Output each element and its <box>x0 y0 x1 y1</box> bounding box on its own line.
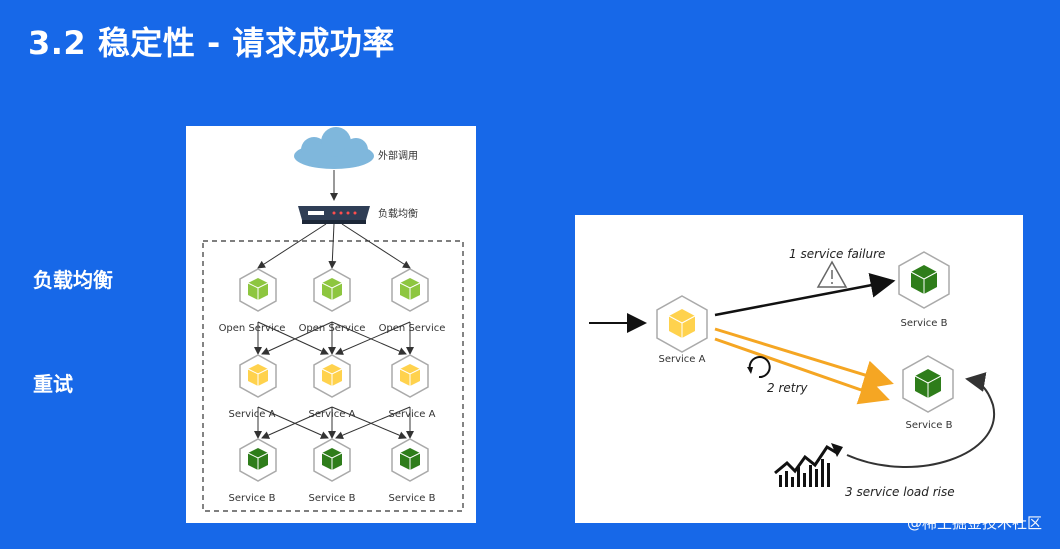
service-a-label-3: Service A <box>389 409 436 420</box>
slide-title: 3.2 稳定性 - 请求成功率 <box>28 24 395 62</box>
open-service-label-2: Open Service <box>299 323 366 334</box>
service-b-bottom-label: Service B <box>906 420 953 431</box>
service-b-label-1: Service B <box>229 493 276 504</box>
load-balancer-icon <box>298 206 370 224</box>
cube-icon <box>668 309 696 338</box>
load-rise-label: 3 service load rise <box>845 485 955 499</box>
service-a-label-2: Service A <box>309 409 356 420</box>
cube-icon <box>247 278 269 300</box>
watermark: @稀土掘金技术社区 <box>906 514 1042 532</box>
open-service-node-2 <box>313 268 351 312</box>
retry-icon <box>747 356 771 379</box>
cube-icon <box>910 265 938 294</box>
service-b-top-label: Service B <box>901 318 948 329</box>
cube-icon <box>914 369 942 398</box>
side-label-retry: 重试 <box>33 372 73 396</box>
service-a-node-2 <box>313 354 351 398</box>
open-service-label-1: Open Service <box>219 323 286 334</box>
cube-icon <box>247 448 269 470</box>
cloud-icon <box>294 127 374 169</box>
open-service-node-3 <box>391 268 429 312</box>
trend-up-icon <box>774 443 843 487</box>
cube-icon <box>321 448 343 470</box>
load-balancer-label: 负载均衡 <box>378 207 418 220</box>
service-b-node-3 <box>391 438 429 482</box>
cube-icon <box>399 364 421 386</box>
service-b-node-2 <box>313 438 351 482</box>
external-call-label: 外部调用 <box>378 149 418 162</box>
failure-label: 1 service failure <box>789 247 885 261</box>
cube-icon <box>321 364 343 386</box>
retry-label: 2 retry <box>767 381 808 395</box>
service-a-label-1: Service A <box>229 409 276 420</box>
service-a-node-1 <box>239 354 277 398</box>
load-balance-diagram: 外部调用 负载均衡 <box>186 126 476 523</box>
service-a-node <box>656 295 708 353</box>
cube-icon <box>399 448 421 470</box>
service-b-label-3: Service B <box>389 493 436 504</box>
open-service-node-1 <box>239 268 277 312</box>
side-label-load-balance: 负载均衡 <box>33 268 113 292</box>
service-b-label-2: Service B <box>309 493 356 504</box>
retry-diagram: Service A 1 service failure Service B 2 … <box>575 215 1023 523</box>
cube-icon <box>399 278 421 300</box>
open-service-label-3: Open Service <box>379 323 446 334</box>
service-b-node-bottom <box>902 355 954 413</box>
cube-icon <box>247 364 269 386</box>
service-b-node-top <box>898 251 950 309</box>
service-b-node-1 <box>239 438 277 482</box>
service-a-label: Service A <box>659 354 706 365</box>
service-a-node-3 <box>391 354 429 398</box>
cube-icon <box>321 278 343 300</box>
warning-icon <box>816 260 848 288</box>
